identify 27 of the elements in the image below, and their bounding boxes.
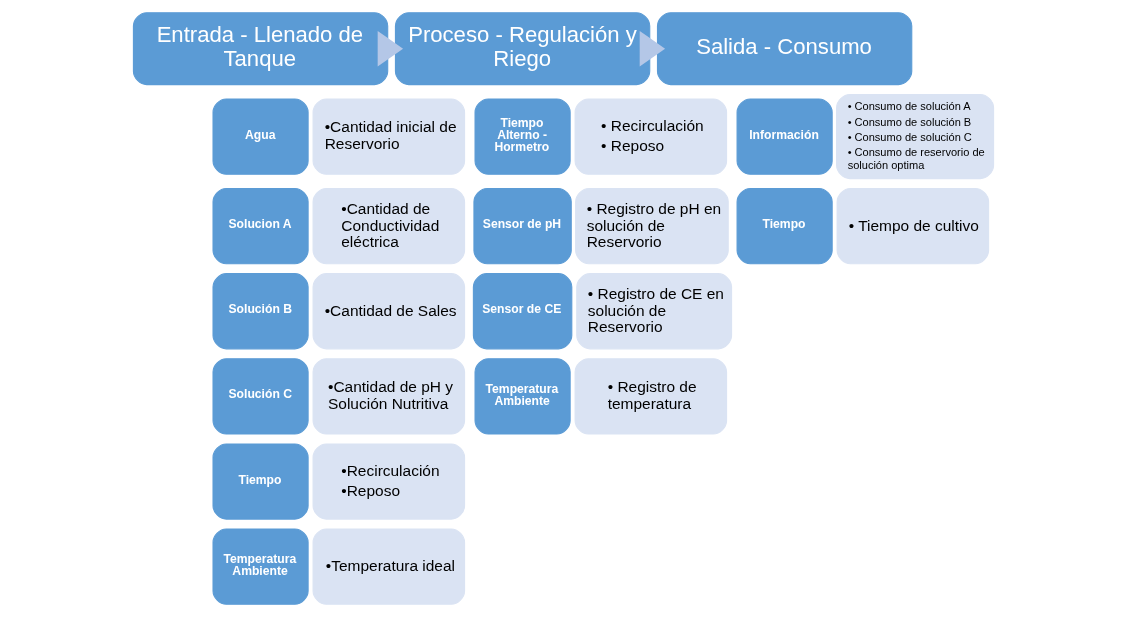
node-box: •Cantidad de pH y Solución Nutritiva [312, 358, 465, 435]
node-box: Información [736, 98, 833, 175]
arrow [639, 30, 665, 67]
node-box: Solución C [211, 358, 309, 435]
node-box: Agua [211, 98, 309, 175]
node-box: Tiempo [736, 188, 833, 265]
node-box: Salida - Consumo [656, 12, 912, 86]
node-box: Sensor de pH [472, 188, 572, 265]
node-box: Sensor de CE [472, 273, 572, 350]
node-box: Tiempo Alterno - Hormetro [474, 98, 571, 175]
node-box: Solucion A [211, 188, 309, 265]
node-box: •Cantidad de Sales [312, 273, 465, 350]
node-box: • Tiempo de cultivo [836, 188, 989, 265]
node-box: • Registro de pH en solución de Reservorio [574, 188, 729, 265]
node-box: •Recirculación •Reposo [312, 443, 465, 520]
node-box: • Consumo de solución A • Consumo de solución B • Consumo de solución C • Consumo de reservorio de solución optima [835, 94, 994, 180]
node-box: •Temperatura ideal [312, 528, 465, 605]
node-box: • Registro de CE en solución de Reservorio [575, 273, 732, 350]
node-box: •Cantidad inicial de Reservorio [312, 98, 465, 175]
node-box: • Recirculación • Reposo [574, 98, 727, 175]
node-box: Solución B [211, 273, 309, 350]
node-box: Tiempo [211, 443, 309, 520]
arrow [377, 30, 403, 67]
node-box: • Registro de temperatura [574, 358, 727, 435]
node-box: Temperatura Ambiente [211, 528, 309, 605]
node-box: •Cantidad de Conductividad eléctrica [312, 188, 465, 265]
node-box: Temperatura Ambiente [474, 358, 571, 435]
